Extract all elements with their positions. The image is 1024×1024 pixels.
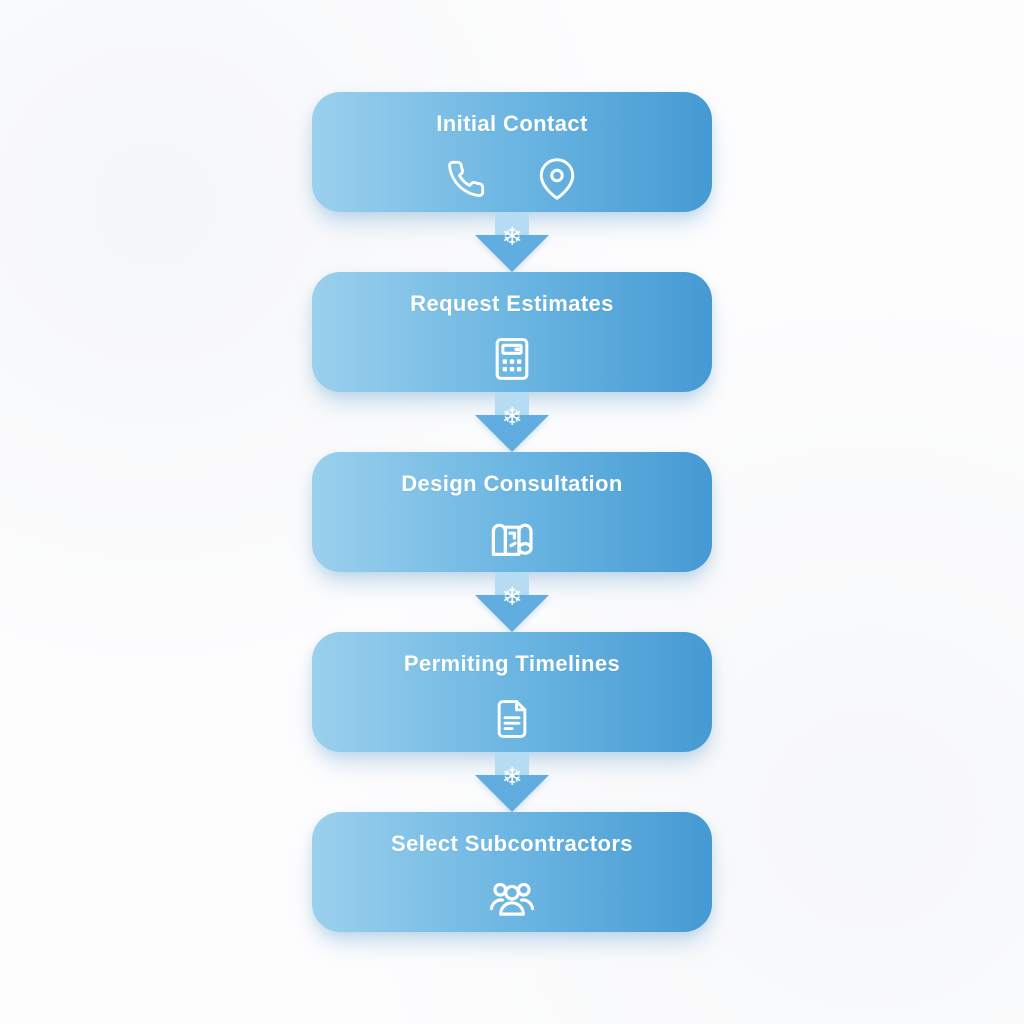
flow-arrow-down: ❄ xyxy=(472,572,552,632)
team-icon xyxy=(486,878,538,920)
snowflake-icon: ❄ xyxy=(501,402,523,431)
document-icon xyxy=(490,696,534,742)
step-title: Initial Contact xyxy=(436,111,588,136)
step-request-estimates: Request Estimates xyxy=(312,272,712,392)
snowflake-icon: ❄ xyxy=(501,762,523,791)
step-icon-row xyxy=(490,686,534,752)
step-title: Select Subcontractors xyxy=(391,831,633,856)
blueprint-icon xyxy=(485,516,539,562)
step-title: Permiting Timelines xyxy=(403,651,621,676)
step-title: Design Consultation xyxy=(401,471,623,496)
arrow-head xyxy=(475,775,549,812)
arrow-stem xyxy=(495,752,529,775)
snowflake-icon: ❄ xyxy=(501,222,523,251)
step-title: Request Estimates xyxy=(410,291,614,316)
step-design-consultation: Design Consultation xyxy=(312,452,712,572)
calculator-icon xyxy=(493,336,531,382)
step-icon-row xyxy=(493,326,531,392)
process-flow: Initial Contact ❄ xyxy=(312,92,712,932)
step-icon-row xyxy=(486,866,538,932)
location-pin-icon xyxy=(536,158,578,200)
arrow-head xyxy=(475,235,549,272)
step-select-subcontractors: Select Subcontractors xyxy=(312,812,712,932)
flow-arrow-down: ❄ xyxy=(472,392,552,452)
step-initial-contact: Initial Contact xyxy=(312,92,712,212)
arrow-stem xyxy=(495,212,529,235)
arrow-stem xyxy=(495,572,529,595)
step-permiting-timelines: Permiting Timelines xyxy=(312,632,712,752)
step-icon-row xyxy=(485,506,539,572)
flow-arrow-down: ❄ xyxy=(472,212,552,272)
step-icon-row xyxy=(446,146,578,212)
flow-arrow-down: ❄ xyxy=(472,752,552,812)
phone-icon xyxy=(446,159,486,199)
arrow-head xyxy=(475,595,549,632)
arrow-stem xyxy=(495,392,529,415)
snowflake-icon: ❄ xyxy=(501,582,523,611)
arrow-head xyxy=(475,415,549,452)
